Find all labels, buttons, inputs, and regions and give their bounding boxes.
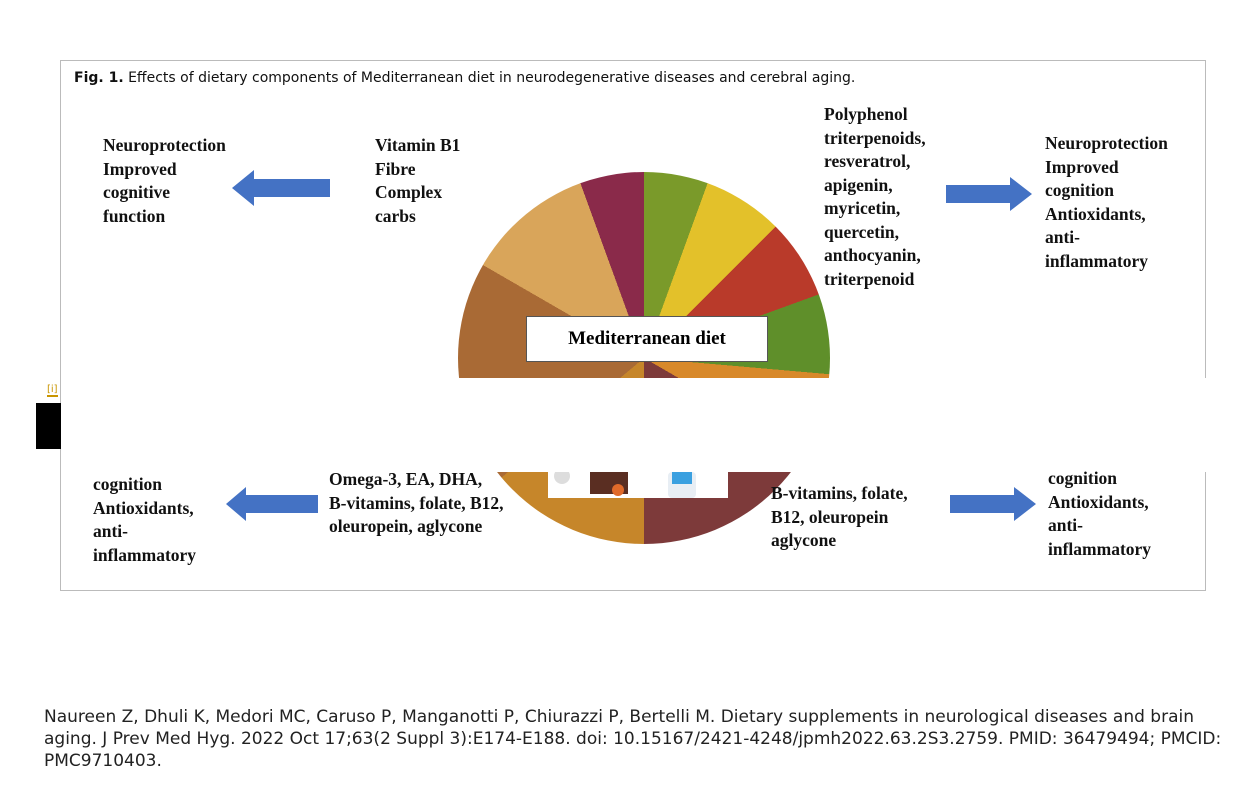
arrow-left-icon [226, 487, 318, 521]
bottom-right-effect: cognition Antioxidants, anti- inflammato… [1048, 468, 1152, 559]
blank-overlay [61, 378, 1260, 472]
bottom-right-components: B-vitamins, folate, B12, oleuropein agly… [771, 483, 908, 550]
caption-prefix: Fig. 1. [74, 70, 124, 86]
top-right-effect: Neuroprotection Improved cognition Antio… [1045, 133, 1168, 271]
food-image-bottom [548, 472, 728, 498]
bottom-left-components: Omega-3, EA, DHA, B-vitamins, folate, B1… [329, 469, 504, 536]
info-marker[interactable]: [i] [47, 384, 58, 397]
citation: Naureen Z, Dhuli K, Medori MC, Caruso P,… [44, 707, 1222, 771]
caption-text: Effects of dietary components of Mediter… [123, 70, 856, 86]
top-right-components: Polyphenol triterpenoids, resveratrol, a… [824, 104, 926, 289]
arrow-right-icon [950, 487, 1036, 521]
figure-caption: Fig. 1. Effects of dietary components of… [74, 70, 855, 86]
arrow-right-icon [946, 177, 1032, 211]
bottom-left-effect: cognition Antioxidants, anti- inflammato… [93, 474, 197, 565]
arrow-left-icon [232, 170, 330, 206]
top-left-effect: Neuroprotection Improved cognitive funct… [103, 135, 226, 226]
center-label: Mediterranean diet [526, 316, 768, 362]
figure-frame [60, 60, 1206, 591]
top-left-components: Vitamin B1 Fibre Complex carbs [375, 135, 461, 226]
black-block [36, 403, 61, 449]
